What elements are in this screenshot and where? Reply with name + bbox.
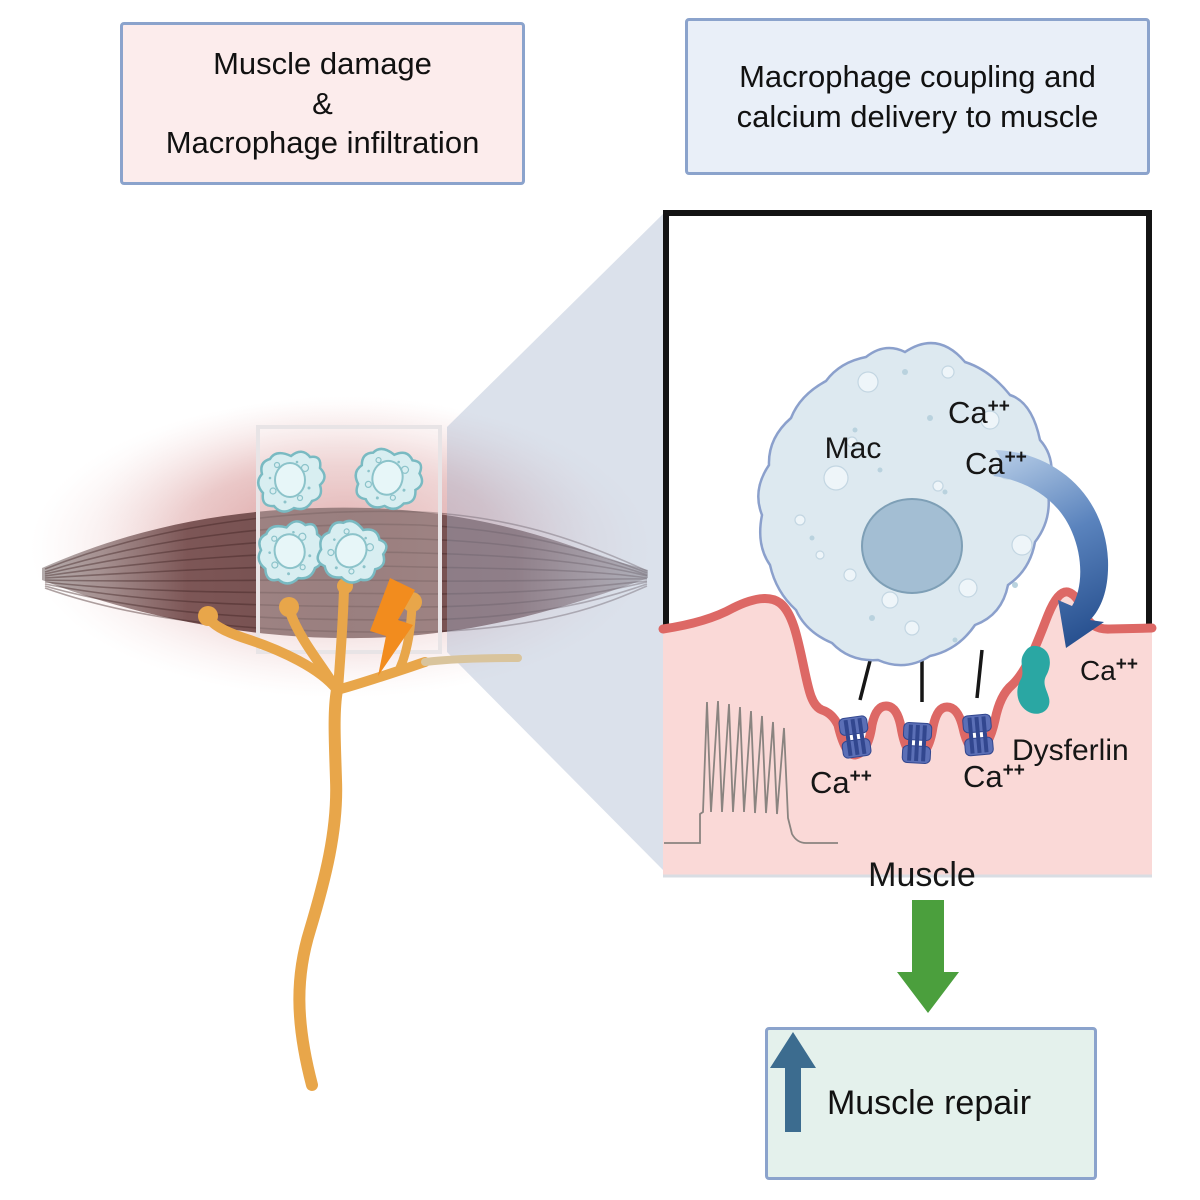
nerve-terminals <box>198 578 422 626</box>
muscle-damage-box: Muscle damage & Macrophage infiltration <box>120 22 525 185</box>
dysferlin-protein <box>1017 645 1050 714</box>
magnified-inset: Mac Ca++ Ca++ Ca++ Ca++ Ca++ Dysferlin M… <box>658 210 1157 894</box>
muscle-damage-text: Muscle damage & Macrophage infiltration <box>165 45 480 161</box>
nucleus <box>861 498 963 594</box>
arrow-up-icon <box>770 1032 816 1132</box>
zoom-funnel-connector <box>447 212 665 872</box>
muscle-repair-text: Muscle repair <box>826 1083 1032 1122</box>
ca-label-mac-2: Ca++ <box>965 446 1027 481</box>
macrophage-cell-large <box>757 341 1053 667</box>
damaged-muscle-scene <box>30 212 665 1091</box>
motor-nerve <box>205 583 430 1091</box>
curved-arrow-down-icon <box>993 450 1109 648</box>
muscle-label: Muscle <box>868 856 976 894</box>
dysferlin-label: Dysferlin <box>1012 734 1129 767</box>
inset-border <box>663 210 1152 632</box>
muscle-repair-box: Muscle repair <box>765 1027 1097 1180</box>
action-potential-trace <box>664 700 838 844</box>
ca-label-channel-left: Ca++ <box>810 765 872 800</box>
arrow-down-icon <box>897 900 959 1013</box>
macrophage-coupling-text: Macrophage coupling and calcium delivery… <box>736 58 1099 134</box>
macrophage-coupling-box: Macrophage coupling and calcium delivery… <box>685 18 1150 175</box>
lightning-bolt-icon <box>370 578 415 676</box>
ca-label-mac-1: Ca++ <box>948 395 1010 430</box>
ca-label-dysferlin: Ca++ <box>1080 654 1138 686</box>
mac-label: Mac <box>825 432 882 465</box>
nerve-branch-pale <box>421 654 522 666</box>
ca-label-channel-right: Ca++ <box>963 759 1025 794</box>
